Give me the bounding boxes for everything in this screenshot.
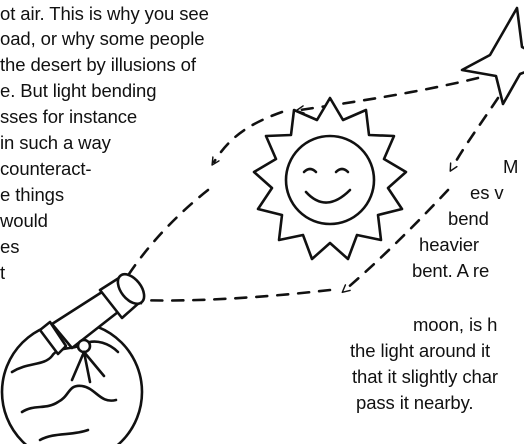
text-left-line-11: t: [0, 262, 5, 284]
smiling-sun: [254, 98, 406, 259]
text-right-line-7: the light around it: [350, 340, 490, 362]
text-left-line-4: e. But light bending: [0, 80, 156, 102]
text-right-line-8: that it slightly char: [352, 366, 498, 388]
text-left-line-6: in such a way: [0, 132, 111, 154]
text-right-line-5: bent. A re: [412, 260, 489, 282]
text-left-line-9: would: [0, 210, 48, 232]
text-left-line-8: e things: [0, 184, 64, 206]
text-right-line-1: M: [503, 156, 518, 178]
text-right-line-9: pass it nearby.: [356, 392, 473, 414]
light-path-right-upper: [452, 98, 498, 168]
text-right-line-6: moon, is h: [413, 314, 497, 336]
text-right-line-4: heavier: [419, 234, 479, 256]
text-left-line-2: oad, or why some people: [0, 28, 204, 50]
text-left-line-5: sses for instance: [0, 106, 137, 128]
light-path-left-lower: [122, 190, 208, 285]
text-left-line-3: the desert by illusions of: [0, 54, 196, 76]
light-path-bottom: [138, 290, 330, 301]
text-left-line-10: es: [0, 236, 19, 258]
star-icon: [462, 8, 524, 104]
text-right-line-2: es v: [470, 182, 504, 204]
text-right-line-3: bend: [448, 208, 489, 230]
text-left-line-1: ot air. This is why you see: [0, 3, 209, 25]
text-left-line-7: counteract-: [0, 158, 91, 180]
